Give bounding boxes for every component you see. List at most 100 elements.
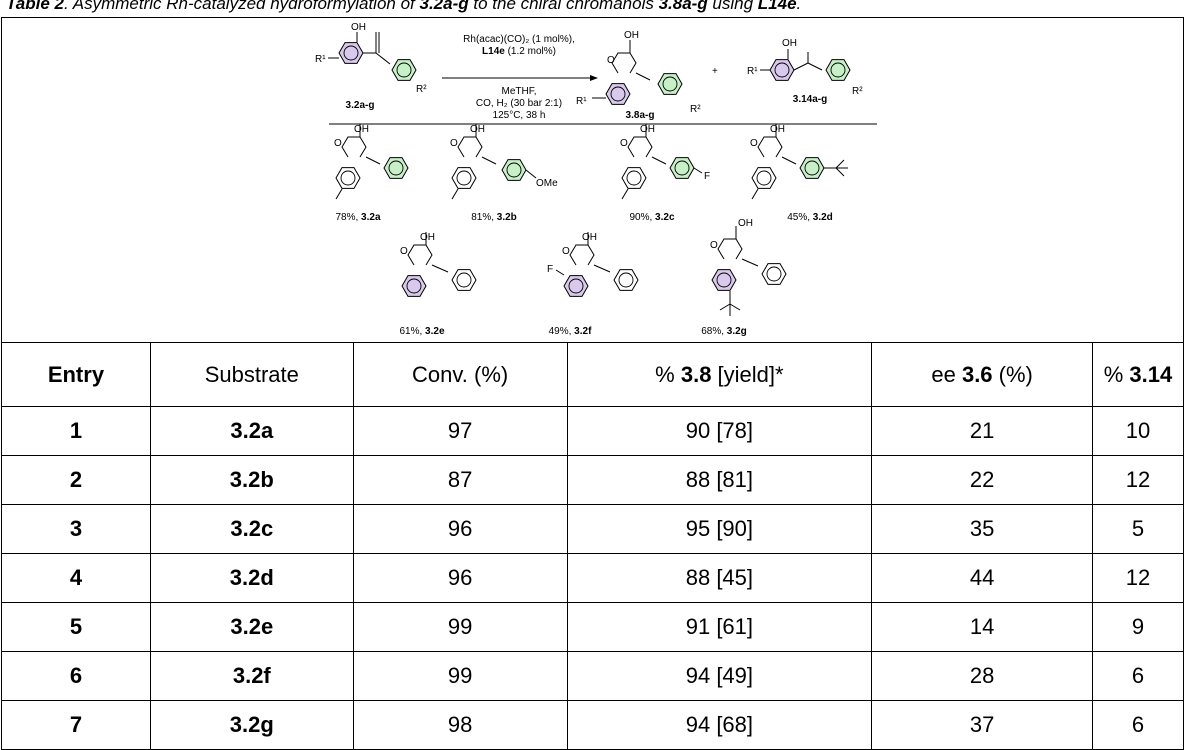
header-byproduct: % 3.14 [1092, 342, 1184, 407]
oh-label: OH [582, 232, 597, 243]
cell-ee: 37 [871, 700, 1093, 750]
oh-label: OH [470, 124, 485, 135]
byproduct-structure [760, 49, 851, 81]
reaction-scheme-panel: OH R¹ R² 3.2a-g Rh(acac)(CO)₂ (1 mol%), … [1, 17, 1184, 343]
cell-entry: 2 [1, 455, 151, 505]
cell-substrate: 3.2c [149, 504, 354, 554]
cell-substrate: 3.2e [149, 602, 354, 652]
cell-conversion: 97 [352, 406, 568, 456]
cell-entry: 6 [1, 651, 151, 701]
oh-label: OH [420, 232, 435, 243]
oh-label: OH [770, 124, 785, 135]
cell-substrate: 3.2d [149, 553, 354, 603]
byproduct-label: 3.14a-g [793, 94, 827, 105]
f-label: F [547, 264, 553, 275]
results-table: Entry Substrate Conv. (%) % 3.8 [yield]*… [1, 342, 1184, 750]
product-3-2b-yield: 81%, 3.2b [471, 212, 517, 223]
cell-yield: 95 [90] [566, 504, 873, 554]
condition-line-3: 125°C, 38 h [493, 110, 546, 121]
condition-line-2: CO, H₂ (30 bar 2:1) [476, 98, 562, 109]
cell-byproduct: 5 [1092, 504, 1184, 554]
cell-yield: 94 [68] [566, 700, 873, 750]
cell-byproduct: 6 [1092, 700, 1184, 750]
table-header-row: Entry Substrate Conv. (%) % 3.8 [yield]*… [1, 342, 1184, 407]
cell-substrate: 3.2a [149, 406, 354, 456]
cell-ee: 28 [871, 651, 1093, 701]
substrate-r1: R¹ [315, 54, 326, 65]
oh-label: OH [354, 124, 369, 135]
cell-byproduct: 12 [1092, 455, 1184, 505]
cell-entry: 3 [1, 504, 151, 554]
cell-byproduct: 10 [1092, 406, 1184, 456]
cell-yield: 88 [45] [566, 553, 873, 603]
product-label: 3.8a-g [626, 110, 655, 121]
o-label: O [620, 138, 628, 149]
substrate-structure [328, 32, 417, 81]
cell-byproduct: 6 [1092, 651, 1184, 701]
o-label: O [710, 240, 718, 251]
cell-ee: 22 [871, 455, 1093, 505]
reaction-scheme: OH R¹ R² 3.2a-g Rh(acac)(CO)₂ (1 mol%), … [315, 22, 877, 337]
product-o: O [607, 55, 615, 66]
cell-conversion: 87 [352, 455, 568, 505]
cell-substrate: 3.2g [149, 700, 354, 750]
structure-3-2a [335, 124, 409, 200]
cell-conversion: 96 [352, 553, 568, 603]
product-structure [592, 40, 683, 105]
cell-substrate: 3.2b [149, 455, 354, 505]
caption-compound: 3.8a-g [658, 0, 708, 13]
structure-3-2d [751, 124, 848, 200]
byproduct-r2: R² [852, 86, 863, 97]
substrate-oh: OH [351, 22, 366, 33]
cell-ee: 21 [871, 406, 1093, 456]
condition-line-1: MeTHF, [502, 86, 537, 97]
o-label: O [400, 246, 408, 257]
structure-3-2g [711, 226, 787, 316]
header-substrate: Substrate [149, 342, 354, 407]
o-label: O [450, 138, 458, 149]
caption-ligand: L14e [757, 0, 797, 13]
structure-3-2c [621, 124, 703, 200]
reagent-line-2: L14e (1.2 mol%) [482, 46, 556, 57]
cell-substrate: 3.2f [149, 651, 354, 701]
caption-text: to the chiral chromanols [468, 0, 659, 13]
cell-conversion: 99 [352, 651, 568, 701]
f-label: F [704, 171, 710, 182]
caption-text: . Asymmetric Rh-catalyzed hydroformylati… [63, 0, 420, 13]
cell-entry: 1 [1, 406, 151, 456]
ome-label: OMe [536, 178, 558, 189]
product-3-2c-yield: 90%, 3.2c [629, 212, 674, 223]
structure-3-2b [451, 124, 537, 200]
o-label: O [562, 246, 570, 257]
product-3-2a-yield: 78%, 3.2a [335, 212, 380, 223]
substrate-r2: R² [416, 84, 427, 95]
cell-yield: 90 [78] [566, 406, 873, 456]
cell-conversion: 98 [352, 700, 568, 750]
cell-entry: 7 [1, 700, 151, 750]
cell-yield: 94 [49] [566, 651, 873, 701]
product-r2: R² [690, 104, 701, 115]
product-3-2f-yield: 49%, 3.2f [549, 326, 592, 337]
plus-sign: + [712, 66, 718, 77]
header-entry: Entry [1, 342, 151, 407]
cell-ee: 35 [871, 504, 1093, 554]
reagent-line-1: Rh(acac)(CO)₂ (1 mol%), [463, 34, 575, 45]
caption-compound: 3.2a-g [419, 0, 469, 13]
header-yield: % 3.8 [yield]* [566, 342, 873, 407]
cell-ee: 44 [871, 553, 1093, 603]
oh-label: OH [738, 218, 753, 229]
table-caption: Table 2. Asymmetric Rh-catalyzed hydrofo… [6, 0, 801, 14]
cell-yield: 88 [81] [566, 455, 873, 505]
structure-3-2f [555, 232, 639, 297]
product-3-2g-yield: 68%, 3.2g [701, 326, 747, 337]
byproduct-r1: R¹ [747, 66, 758, 77]
cell-yield: 91 [61] [566, 602, 873, 652]
cell-ee: 14 [871, 602, 1093, 652]
byproduct-oh: OH [782, 38, 797, 49]
